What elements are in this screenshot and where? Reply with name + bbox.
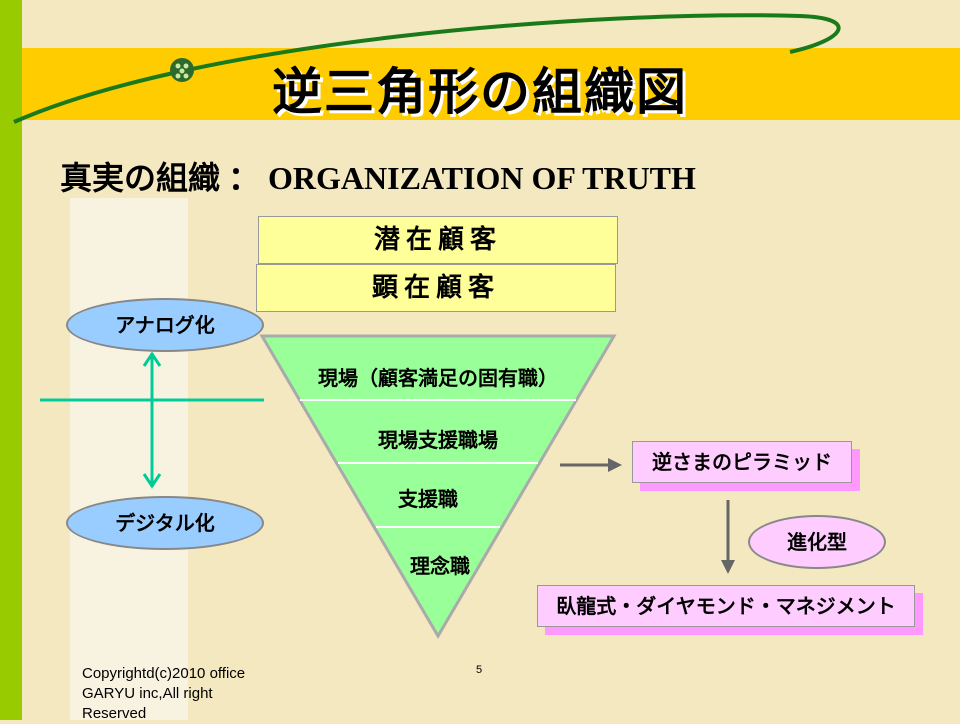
inverted-pyramid-box: 逆さまのピラミッド: [632, 441, 852, 483]
copyright-line: Reserved: [82, 705, 147, 722]
evolution-ellipse: 進化型: [748, 515, 886, 569]
diamond-management-box: 臥龍式・ダイヤモンド・マネジメント: [537, 585, 915, 627]
copyright-line: GARYU inc,All right: [82, 685, 213, 702]
digital-ellipse: デジタル化: [66, 496, 264, 550]
triangle-level-3: 支援職: [398, 487, 458, 511]
page-number: 5: [476, 664, 483, 676]
copyright: Copyrightd(c)2010 office GARYU inc,All r…: [82, 664, 245, 724]
copyright-line: Copyrightd(c)2010 office: [82, 665, 246, 682]
down-arrow-icon: [721, 500, 735, 574]
double-arrow-icon: [142, 351, 162, 489]
page-title: 逆三角形の組織図: [272, 63, 688, 121]
inverted-triangle: [259, 334, 617, 639]
triangle-level-1: 現場（顧客満足の固有職）: [318, 366, 558, 390]
left-accent-bar: [0, 0, 22, 720]
bullet-ball-icon: [170, 58, 194, 82]
swoosh-curve: [13, 13, 841, 124]
light-strip: [70, 198, 188, 720]
right-arrow-icon: [560, 458, 622, 472]
latent-customer-box: 潜在顧客: [258, 216, 618, 264]
manifest-customer-box: 顕在顧客: [256, 264, 616, 312]
analog-ellipse: アナログ化: [66, 298, 264, 352]
subtitle: 真実の組織 ： ORGANIZATION OF TRUTH: [60, 160, 696, 196]
triangle-level-2: 現場支援職場: [378, 428, 498, 452]
triangle-level-4: 理念職: [410, 554, 470, 578]
